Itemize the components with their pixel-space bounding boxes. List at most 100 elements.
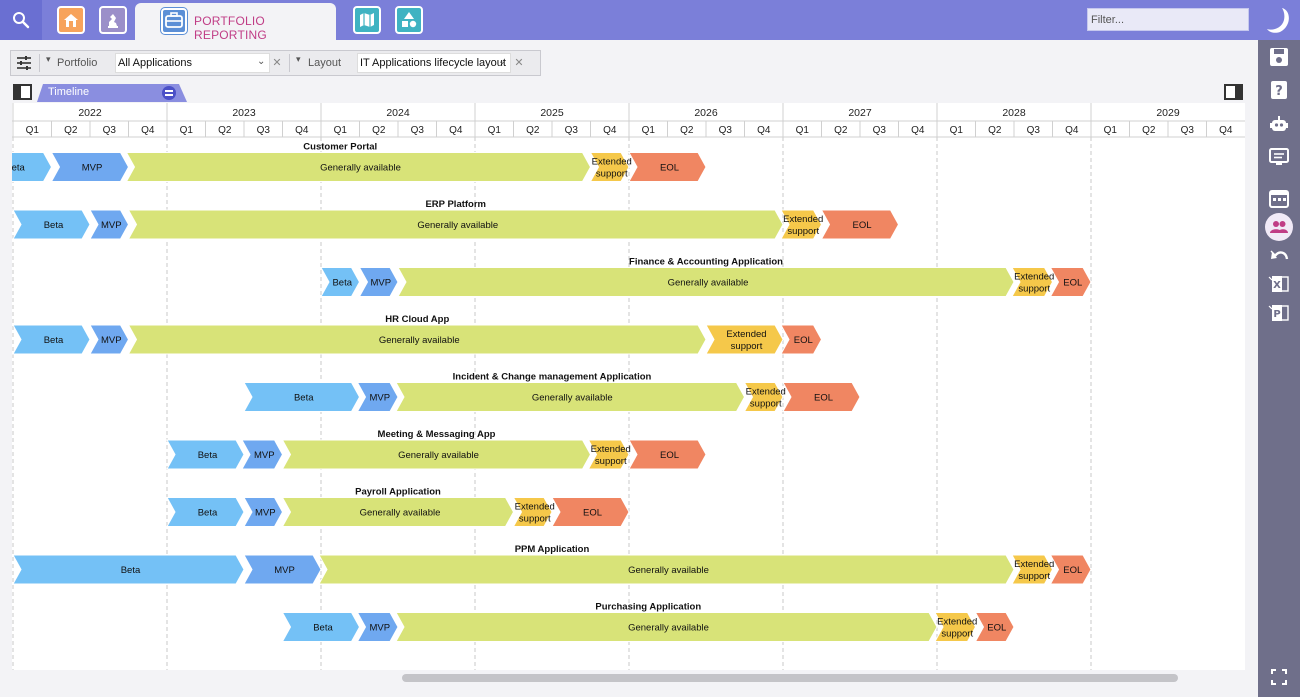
phase-bar[interactable] — [281, 497, 515, 527]
quarter-label: Q2 — [834, 125, 848, 136]
phase-bar[interactable] — [127, 324, 707, 355]
screen-icon[interactable] — [1268, 146, 1290, 168]
quarter-label: Q2 — [218, 125, 232, 136]
svg-text:?: ? — [1275, 84, 1283, 99]
phase-bar[interactable] — [281, 612, 361, 642]
portfolio-dropdown-chevron-icon[interactable]: ⌄ — [257, 56, 266, 67]
phase-bar[interactable] — [1049, 267, 1092, 297]
phase-bar[interactable] — [356, 382, 399, 412]
tab-label: PORTFOLIO REPORTING — [194, 14, 267, 42]
phase-bar[interactable] — [243, 382, 361, 412]
phase-bar[interactable] — [397, 267, 1015, 297]
phase-bar[interactable] — [320, 267, 361, 297]
home-button[interactable] — [57, 6, 85, 34]
shapes-button[interactable] — [395, 6, 423, 34]
year-label: 2026 — [694, 107, 718, 119]
app-logo[interactable] — [1258, 0, 1300, 40]
layout-label: Layout — [308, 57, 342, 69]
phase-bar[interactable] — [780, 324, 823, 355]
phase-bar[interactable] — [705, 324, 784, 355]
phase-bar[interactable] — [166, 497, 245, 527]
phase-bar[interactable] — [89, 209, 130, 240]
portfolio-select[interactable]: All Applications — [115, 53, 270, 73]
help-icon[interactable]: ? — [1268, 79, 1290, 101]
phase-bar[interactable] — [12, 554, 245, 585]
phase-bar[interactable] — [89, 324, 130, 355]
phase-bar[interactable] — [12, 152, 53, 182]
year-label: 2025 — [540, 107, 564, 119]
phase-bar[interactable] — [1049, 554, 1092, 585]
phase-bar[interactable] — [551, 497, 630, 527]
quarter-label: Q1 — [488, 125, 502, 136]
phase-bar[interactable] — [587, 439, 630, 470]
phase-bar[interactable] — [281, 439, 592, 470]
phase-bar[interactable] — [12, 324, 91, 355]
phase-bar[interactable] — [12, 209, 91, 240]
horizontal-scrollbar[interactable] — [12, 670, 1245, 686]
phase-bar[interactable] — [512, 497, 553, 527]
phase-bar[interactable] — [241, 439, 284, 470]
phase-bar[interactable] — [356, 612, 399, 642]
phase-bar[interactable] — [820, 209, 900, 240]
briefcase-icon — [161, 8, 187, 34]
phase-label: support — [750, 399, 782, 410]
app-name-label: Customer Portal — [303, 142, 377, 153]
timeline-menu-icon[interactable] — [162, 86, 176, 100]
map-button[interactable] — [353, 6, 381, 34]
year-label: 2027 — [848, 107, 872, 119]
phase-bar[interactable] — [628, 152, 707, 182]
phase-bar[interactable] — [780, 209, 823, 240]
phase-bar[interactable] — [1011, 267, 1054, 297]
layout-clear-button[interactable]: ✕ — [514, 57, 524, 69]
horizontal-scrollbar-thumb[interactable] — [402, 674, 1178, 682]
phase-bar[interactable] — [395, 612, 938, 642]
powerpoint-export-icon[interactable]: P — [1268, 302, 1290, 324]
users-icon[interactable] — [1265, 213, 1293, 241]
settings-sliders-icon[interactable] — [14, 53, 34, 73]
phase-bar[interactable] — [127, 209, 784, 240]
timeline-tab[interactable]: Timeline — [37, 84, 187, 102]
year-label: 2023 — [232, 107, 256, 119]
shapes-icon — [402, 12, 417, 28]
filter-input[interactable] — [1087, 8, 1249, 31]
phase-bar[interactable] — [166, 439, 245, 470]
phase-bar[interactable] — [395, 382, 746, 412]
phase-bar[interactable] — [243, 554, 322, 585]
tab-portfolio-reporting[interactable]: PORTFOLIO REPORTING — [135, 3, 336, 42]
search-button[interactable] — [0, 0, 42, 40]
undo-icon[interactable] — [1268, 246, 1290, 268]
app-row: Incident & Change management Application… — [243, 372, 861, 412]
phase-bar[interactable] — [243, 497, 284, 527]
phase-bar[interactable] — [318, 554, 1015, 585]
quarter-label: Q1 — [334, 125, 348, 136]
excel-export-icon[interactable]: X — [1268, 273, 1290, 295]
phase-label: EOL — [814, 393, 833, 404]
fullscreen-icon[interactable] — [1268, 666, 1290, 688]
layout-value: IT Applications lifecycle layout — [360, 57, 506, 69]
phase-label: Beta — [44, 220, 64, 231]
phase-bar[interactable] — [125, 152, 592, 182]
phase-bar[interactable] — [934, 612, 977, 642]
layout-select[interactable]: IT Applications lifecycle layout — [357, 53, 511, 73]
portfolio-clear-button[interactable]: ✕ — [272, 57, 282, 69]
robot-icon[interactable] — [1268, 113, 1290, 135]
phase-bar[interactable] — [50, 152, 130, 182]
calendar-icon[interactable] — [1268, 187, 1290, 209]
phase-bar[interactable] — [743, 382, 784, 412]
phase-bar[interactable] — [628, 439, 707, 470]
left-panel-toggle-icon[interactable] — [13, 84, 32, 100]
layout-dropdown-chevron-icon[interactable]: ⌄ — [498, 56, 507, 67]
strategy-button[interactable] — [99, 6, 127, 34]
phase-bar[interactable] — [589, 152, 630, 182]
save-icon[interactable] — [1268, 46, 1290, 68]
app-name-label: Finance & Accounting Application — [629, 257, 783, 268]
phase-bar[interactable] — [358, 267, 399, 297]
right-panel-toggle-icon[interactable] — [1224, 84, 1243, 100]
phase-label: Extended — [1014, 272, 1054, 283]
phase-bar[interactable] — [974, 612, 1015, 642]
phase-label: MVP — [274, 565, 295, 576]
phase-bar[interactable] — [782, 382, 861, 412]
phase-bar[interactable] — [1011, 554, 1054, 585]
phase-label: Beta — [12, 163, 25, 174]
